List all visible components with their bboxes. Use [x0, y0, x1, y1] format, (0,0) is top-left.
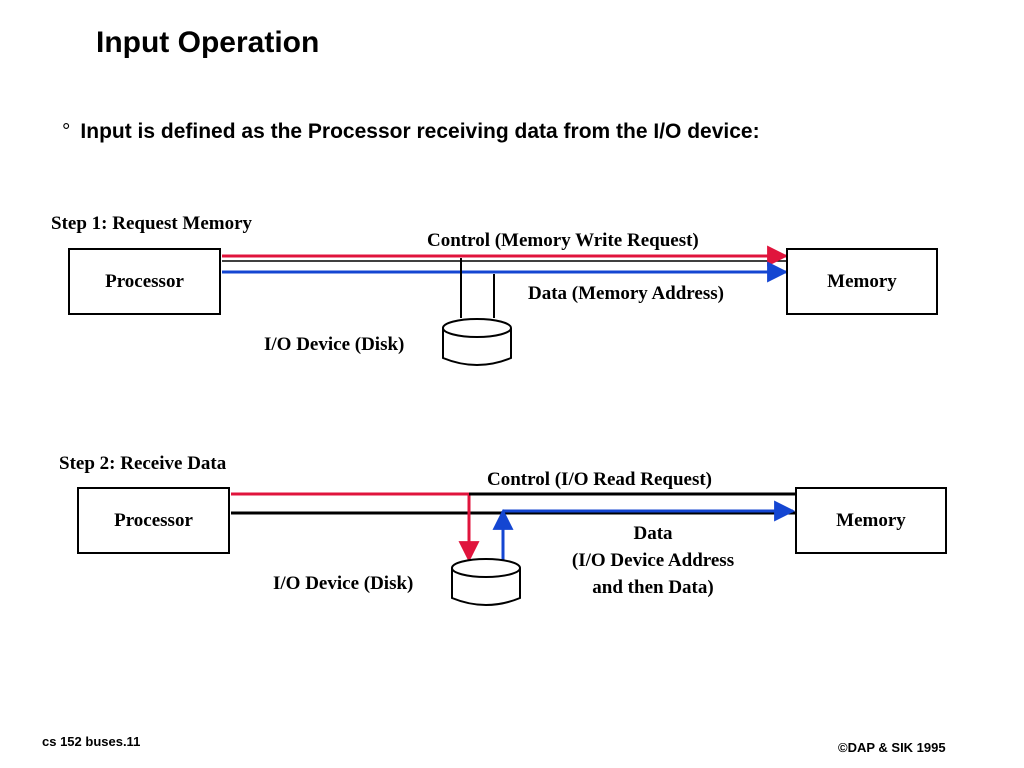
step2-disk-icon	[451, 558, 521, 606]
step2-io-device-label: I/O Device (Disk)	[273, 573, 414, 594]
step1-processor-box: Processor	[68, 248, 221, 315]
step1-heading: Step 1: Request Memory	[51, 213, 253, 234]
bullet-point: ° Input is defined as the Processor recei…	[62, 120, 760, 144]
step1-disk-icon	[442, 318, 512, 366]
footer-right: ©DAP & SIK 1995	[838, 740, 946, 755]
step2-data-label-line1: Data	[633, 523, 673, 544]
bullet-text: Input is defined as the Processor receiv…	[80, 120, 760, 143]
step1-data-label: Data (Memory Address)	[528, 283, 724, 304]
step2-data-label-line2: (I/O Device Address	[571, 550, 735, 571]
slide-title: Input Operation	[96, 26, 320, 59]
step1-control-label: Control (Memory Write Request)	[427, 230, 699, 251]
step2-control-label: Control (I/O Read Request)	[487, 469, 713, 490]
step2-data-label-line3: and then Data)	[592, 577, 714, 598]
footer-left: cs 152 buses.11	[42, 734, 141, 749]
step2-memory-box: Memory	[795, 487, 947, 554]
step1-io-device-label: I/O Device (Disk)	[264, 334, 405, 355]
step2-data-label: Data (I/O Device Address and then Data)	[540, 520, 766, 601]
step1-memory-box: Memory	[786, 248, 938, 315]
step2-heading: Step 2: Receive Data	[59, 453, 227, 474]
step2-processor-box: Processor	[77, 487, 230, 554]
bullet-symbol: °	[62, 120, 71, 143]
